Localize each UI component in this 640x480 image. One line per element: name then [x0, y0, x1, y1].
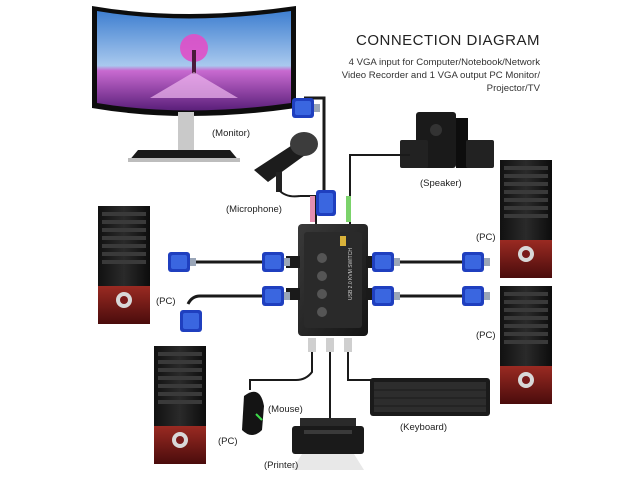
kvm-label: USB 2.0 KVM SWITCH — [348, 248, 354, 300]
diagram-description: 4 VGA input for Computer/Notebook/Networ… — [318, 56, 540, 95]
keyboard-illustration — [370, 378, 490, 416]
pc-left-top — [98, 206, 150, 324]
microphone-illustration — [254, 132, 318, 198]
pc-right-top — [500, 160, 552, 278]
label-pc-right-bottom: (PC) — [476, 330, 496, 341]
pc-left-bottom — [154, 346, 206, 464]
description-line: 4 VGA input for Computer/Notebook/Networ… — [348, 57, 540, 68]
monitor-illustration — [92, 6, 296, 162]
label-speaker: (Speaker) — [420, 178, 462, 189]
pc-right-bottom — [500, 286, 552, 404]
label-monitor: (Monitor) — [212, 128, 251, 139]
label-pc-left-bottom: (PC) — [218, 436, 238, 447]
diagram-title: CONNECTION DIAGRAM — [355, 32, 540, 49]
label-pc-right-top: (PC) — [476, 232, 496, 243]
speaker-illustration — [400, 112, 494, 168]
kvm-switch: USB 2.0 KVM SWITCH — [286, 224, 380, 336]
mouse-illustration — [242, 391, 264, 435]
label-microphone: (Microphone) — [226, 204, 282, 215]
description-line: Video Recorder and 1 VGA output PC Monit… — [341, 70, 540, 81]
description-line: Projector/TV — [486, 83, 540, 94]
printer-illustration — [292, 418, 364, 470]
label-mouse: (Mouse) — [268, 404, 303, 415]
label-pc-left-top: (PC) — [156, 296, 176, 307]
label-printer: (Printer) — [264, 460, 299, 471]
label-keyboard: (Keyboard) — [400, 422, 447, 433]
